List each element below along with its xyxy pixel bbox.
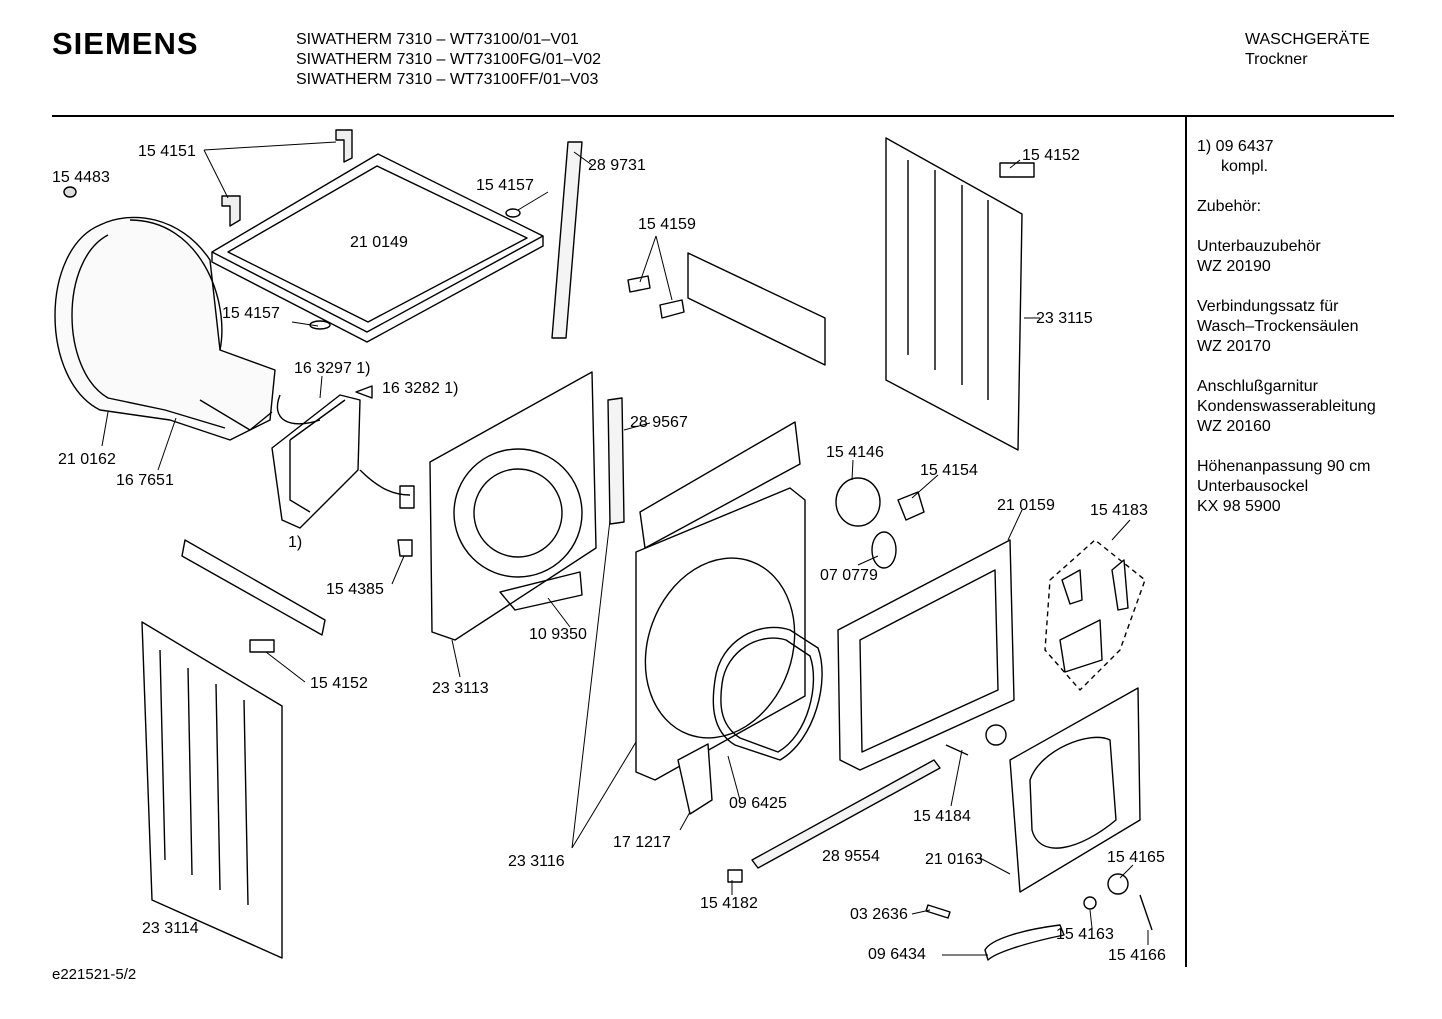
brand-logo: SIEMENS bbox=[52, 26, 199, 61]
part-label: 15 4154 bbox=[920, 462, 978, 479]
part-label: 21 0162 bbox=[58, 451, 116, 468]
part-label: 28 9554 bbox=[822, 848, 880, 865]
category-label: WASCHGERÄTE bbox=[1245, 31, 1370, 48]
sidebar-divider bbox=[1185, 117, 1187, 967]
part-label: 15 4166 bbox=[1108, 947, 1166, 964]
footnote-ref: 1) 09 6437 bbox=[1197, 138, 1274, 155]
part-label: 28 9567 bbox=[630, 414, 688, 431]
model-line-1: SIWATHERM 7310 – WT73100/01–V01 bbox=[296, 31, 579, 48]
accessory-item: Unterbauzubehör WZ 20190 bbox=[1197, 237, 1376, 277]
part-label: 15 4483 bbox=[52, 169, 110, 186]
accessory-code: WZ 20190 bbox=[1197, 258, 1271, 275]
exploded-view-drawing bbox=[54, 129, 1153, 961]
accessory-code: WZ 20170 bbox=[1197, 338, 1271, 355]
part-label: 28 9731 bbox=[588, 157, 646, 174]
part-label: 15 4157 bbox=[476, 177, 534, 194]
part-label: 07 0779 bbox=[820, 567, 878, 584]
part-label: 03 2636 bbox=[850, 906, 908, 923]
footnote-text: kompl. bbox=[1221, 158, 1269, 175]
footnote: 1) 09 6437 kompl. bbox=[1197, 137, 1376, 177]
accessory-name-cont: Wasch–Trockensäulen bbox=[1197, 318, 1359, 335]
accessory-name-cont: Kondenswasserableitung bbox=[1197, 398, 1376, 415]
part-label: 23 3114 bbox=[142, 920, 199, 937]
part-label: 15 4182 bbox=[700, 895, 758, 912]
subcategory-label: Trockner bbox=[1245, 51, 1308, 68]
part-label: 17 1217 bbox=[613, 834, 671, 851]
part-label: 15 4183 bbox=[1090, 502, 1148, 519]
model-line-3: SIWATHERM 7310 – WT73100FF/01–V03 bbox=[296, 71, 599, 88]
part-label: 09 6425 bbox=[729, 795, 787, 812]
accessory-name: Anschlußgarnitur bbox=[1197, 378, 1318, 395]
category-block: WASCHGERÄTE Trockner bbox=[1245, 30, 1370, 70]
part-label: 16 3282 1) bbox=[382, 380, 459, 397]
part-label: 15 4157 bbox=[222, 305, 280, 322]
accessory-name: Verbindungssatz für bbox=[1197, 298, 1339, 315]
accessory-item: Höhenanpassung 90 cm Unterbausockel KX 9… bbox=[1197, 457, 1376, 517]
part-label: 15 4184 bbox=[913, 808, 971, 825]
part-label: 21 0149 bbox=[350, 234, 408, 251]
part-label: 09 6434 bbox=[868, 946, 926, 963]
drawing-id: e221521-5/2 bbox=[52, 966, 137, 983]
part-label: 23 3116 bbox=[508, 853, 565, 870]
part-label: 15 4385 bbox=[326, 581, 384, 598]
model-line-2: SIWATHERM 7310 – WT73100FG/01–V02 bbox=[296, 51, 602, 68]
part-label: 23 3115 bbox=[1036, 310, 1093, 327]
accessories-heading: Zubehör: bbox=[1197, 198, 1262, 215]
accessory-name: Unterbauzubehör bbox=[1197, 238, 1321, 255]
header-divider bbox=[52, 115, 1394, 117]
sidebar-notes: 1) 09 6437 kompl. Zubehör: Unterbauzubeh… bbox=[1197, 137, 1376, 537]
part-label: 16 7651 bbox=[116, 472, 174, 489]
accessory-item: Verbindungssatz für Wasch–Trockensäulen … bbox=[1197, 297, 1376, 357]
accessory-code: WZ 20160 bbox=[1197, 418, 1271, 435]
accessory-name-cont: Unterbausockel bbox=[1197, 478, 1309, 495]
part-label: 1) bbox=[288, 534, 303, 551]
part-label: 21 0159 bbox=[997, 497, 1055, 514]
part-label: 15 4146 bbox=[826, 444, 884, 461]
part-label: 21 0163 bbox=[925, 851, 983, 868]
part-label: 10 9350 bbox=[529, 626, 587, 643]
part-label: 15 4152 bbox=[1022, 147, 1080, 164]
part-label: 16 3297 1) bbox=[294, 360, 371, 377]
part-label: 15 4151 bbox=[138, 143, 196, 160]
part-label: 23 3113 bbox=[432, 680, 489, 697]
part-label: 15 4159 bbox=[638, 216, 696, 233]
part-label: 15 4152 bbox=[310, 675, 368, 692]
part-label: 15 4163 bbox=[1056, 926, 1114, 943]
accessory-name: Höhenanpassung 90 cm bbox=[1197, 458, 1371, 475]
accessory-item: Anschlußgarnitur Kondenswasserableitung … bbox=[1197, 377, 1376, 437]
part-label: 15 4165 bbox=[1107, 849, 1165, 866]
accessory-code: KX 98 5900 bbox=[1197, 498, 1281, 515]
